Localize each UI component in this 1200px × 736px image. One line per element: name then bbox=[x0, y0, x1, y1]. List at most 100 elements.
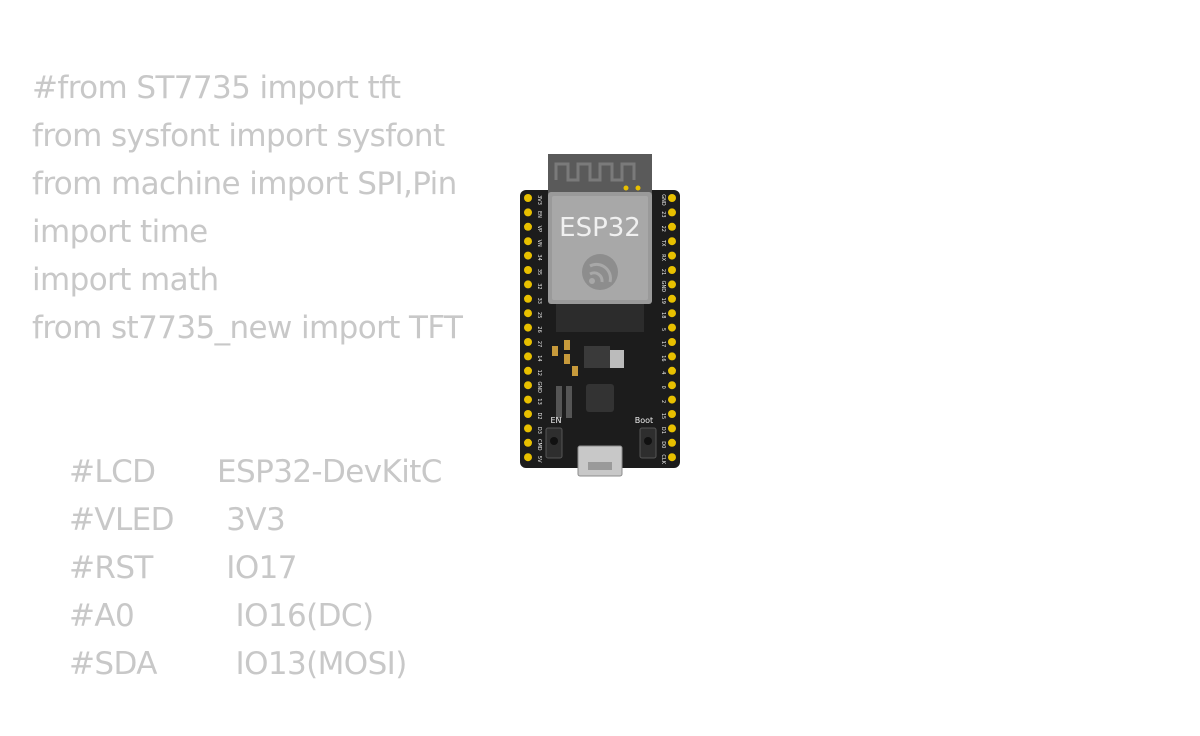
header-pin[interactable] bbox=[668, 309, 676, 318]
pin-table-esp: 3V3 bbox=[217, 502, 286, 538]
left-pin-header: 3V3ENVPVN343532332526271412GND13D2D3CMD5… bbox=[524, 194, 542, 463]
header-pin[interactable] bbox=[668, 438, 676, 447]
pin-label: 32 bbox=[536, 283, 542, 289]
antenna-trace bbox=[554, 162, 636, 182]
header-pin[interactable] bbox=[524, 208, 532, 217]
smd-led bbox=[564, 354, 570, 364]
code-line: from machine import SPI,Pin bbox=[32, 166, 457, 202]
pin-table-lcd: #LCD bbox=[69, 454, 156, 490]
smd-led bbox=[552, 346, 558, 356]
header-pin[interactable] bbox=[524, 338, 532, 346]
pin-label: EN bbox=[536, 211, 542, 218]
header-pin[interactable] bbox=[524, 453, 532, 462]
header-pin[interactable] bbox=[668, 294, 676, 303]
header-pin[interactable] bbox=[668, 323, 676, 332]
header-pin[interactable] bbox=[668, 237, 676, 246]
pin-label: GND bbox=[660, 281, 666, 293]
code-line: import time bbox=[32, 214, 208, 250]
pin-label: 18 bbox=[660, 312, 666, 318]
pin-label: 0 bbox=[660, 386, 666, 389]
pin-label: 16 bbox=[660, 355, 666, 361]
pin-label: 5V bbox=[536, 456, 542, 463]
pin-table-lcd: #A0 bbox=[69, 598, 135, 634]
pin-label: TX bbox=[660, 239, 666, 247]
header-pin[interactable] bbox=[668, 208, 676, 217]
module-label: ESP32 bbox=[559, 213, 641, 243]
boot-label: Boot bbox=[635, 416, 653, 425]
header-pin[interactable] bbox=[524, 251, 532, 260]
pin-label: 23 bbox=[660, 211, 666, 217]
header-pin[interactable] bbox=[524, 366, 532, 375]
pin-label: 5 bbox=[660, 328, 666, 331]
pin-label: 25 bbox=[536, 312, 542, 318]
resistor-array bbox=[566, 386, 572, 418]
header-pin[interactable] bbox=[668, 424, 676, 433]
header-pin[interactable] bbox=[524, 294, 532, 303]
header-pin[interactable] bbox=[524, 323, 532, 332]
pin-label: 33 bbox=[536, 298, 542, 304]
espressif-logo-icon bbox=[582, 254, 618, 290]
pin-label: 3V3 bbox=[536, 195, 542, 205]
pin-table-esp: IO13(MOSI) bbox=[217, 646, 408, 682]
header-pin[interactable] bbox=[524, 395, 532, 404]
pin-label: 12 bbox=[536, 370, 542, 376]
code-line: #from ST7735 import tft bbox=[32, 70, 401, 106]
header-pin[interactable] bbox=[524, 438, 532, 447]
header-pin[interactable] bbox=[668, 395, 676, 404]
pin-label: GND bbox=[536, 381, 542, 393]
module-shield bbox=[552, 196, 648, 300]
micro-usb-port[interactable] bbox=[577, 445, 623, 477]
header-pin[interactable] bbox=[524, 381, 532, 390]
header-pin[interactable] bbox=[524, 309, 532, 318]
header-pin[interactable] bbox=[668, 410, 676, 418]
regulator bbox=[584, 346, 610, 368]
antenna-pad bbox=[635, 185, 641, 191]
capacitor bbox=[610, 350, 624, 368]
code-line: from st7735_new import TFT bbox=[32, 310, 463, 346]
pin-label: 4 bbox=[660, 371, 666, 374]
header-pin[interactable] bbox=[524, 424, 532, 433]
header-pin[interactable] bbox=[524, 410, 532, 418]
pin-label: 14 bbox=[536, 355, 542, 361]
code-line-blank bbox=[32, 352, 462, 400]
header-pin[interactable] bbox=[524, 280, 532, 289]
header-pin[interactable] bbox=[524, 222, 532, 231]
pin-label: D3 bbox=[536, 427, 542, 434]
pin-label: CLK bbox=[660, 454, 666, 464]
en-label: EN bbox=[550, 416, 561, 425]
en-button-cap bbox=[550, 437, 558, 445]
header-pin[interactable] bbox=[668, 352, 676, 361]
code-line: import math bbox=[32, 262, 219, 298]
pin-label: CMD bbox=[536, 439, 542, 451]
header-pin[interactable] bbox=[668, 366, 676, 375]
header-pin[interactable] bbox=[668, 381, 676, 390]
pin-label: 2 bbox=[660, 400, 666, 403]
header-pin[interactable] bbox=[524, 194, 532, 202]
usb-slot bbox=[588, 462, 612, 470]
pin-label: GND bbox=[660, 194, 666, 206]
pin-table-lcd: #SDA bbox=[69, 646, 157, 682]
header-pin[interactable] bbox=[524, 352, 532, 361]
pin-label: 34 bbox=[536, 254, 542, 260]
pin-table-row: #A0 IO16(DC) bbox=[32, 544, 462, 634]
header-pin[interactable] bbox=[524, 266, 532, 274]
header-pin[interactable] bbox=[668, 280, 676, 289]
header-pin[interactable] bbox=[668, 453, 676, 462]
usb-uart-chip bbox=[586, 384, 614, 412]
header-pin[interactable] bbox=[668, 338, 676, 346]
pin-label: 27 bbox=[536, 341, 542, 347]
pin-label: 35 bbox=[536, 269, 542, 275]
header-pin[interactable] bbox=[668, 194, 676, 202]
pin-table-lcd: #VLED bbox=[69, 502, 175, 538]
smd-led bbox=[564, 340, 570, 350]
pin-label: 21 bbox=[660, 269, 666, 275]
header-pin[interactable] bbox=[668, 222, 676, 231]
header-pin[interactable] bbox=[524, 237, 532, 246]
header-pin[interactable] bbox=[668, 266, 676, 274]
module-pads bbox=[556, 304, 644, 332]
header-pin[interactable] bbox=[668, 251, 676, 260]
